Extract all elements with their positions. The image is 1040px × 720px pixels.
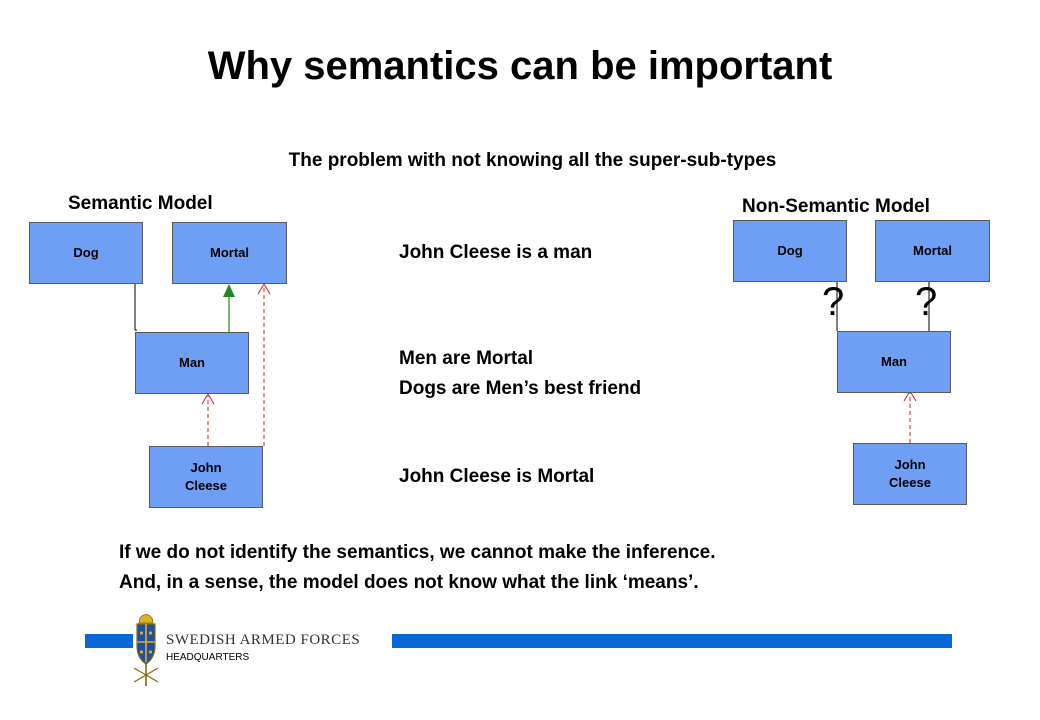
semantic-model-label: Semantic Model [68, 193, 213, 214]
organization-name: SWEDISH ARMED FORCES [166, 632, 361, 648]
unknown-link-mark-mortal: ? [915, 280, 938, 324]
nonsemantic-mortal-box: Mortal [875, 220, 990, 282]
nonsemantic-mortal-label: Mortal [913, 243, 952, 258]
semantic-john-man-arrowhead [201, 393, 215, 405]
nonsemantic-man-label: Man [881, 354, 907, 369]
semantic-john-label: John Cleese [185, 460, 227, 493]
statement-john-is-man: John Cleese is a man [399, 242, 593, 263]
semantic-mortal-label: Mortal [210, 245, 249, 260]
unknown-link-mark-dog: ? [822, 280, 845, 324]
nonsemantic-dog-label: Dog [777, 243, 803, 258]
semantic-dog-box: Dog [29, 222, 143, 284]
footer-bar-left [85, 634, 133, 648]
semantic-john-box: John Cleese [149, 446, 263, 508]
semantic-man-label: Man [179, 355, 205, 370]
coat-of-arms-emblem [133, 614, 159, 686]
slide-title: Why semantics can be important [207, 44, 833, 88]
slide-subtitle: The problem with not knowing all the sup… [288, 150, 777, 171]
semantic-dog-man-link [134, 283, 137, 331]
organization-unit: HEADQUARTERS [166, 652, 250, 663]
semantic-man-box: Man [135, 332, 249, 394]
semantic-mortal-box: Mortal [172, 222, 287, 284]
statement-men-are-mortal: Men are Mortal [399, 348, 534, 369]
semantic-generalization-arrowhead [223, 284, 235, 297]
nonsemantic-dog-box: Dog [733, 220, 847, 282]
nonsemantic-john-label: John Cleese [889, 457, 931, 490]
statement-john-is-mortal: John Cleese is Mortal [399, 466, 595, 487]
nonsemantic-man-box: Man [837, 331, 951, 393]
conclusion-line-2: And, in a sense, the model does not know… [119, 572, 699, 593]
footer-bar-right [392, 634, 952, 648]
nonsemantic-model-label: Non-Semantic Model [742, 196, 930, 217]
semantic-dog-label: Dog [73, 245, 99, 260]
conclusion-line-1: If we do not identify the semantics, we … [119, 542, 716, 563]
semantic-john-mortal-arrowhead [257, 283, 271, 295]
statement-dogs-best-friend: Dogs are Men’s best friend [399, 378, 642, 399]
nonsemantic-john-box: John Cleese [853, 443, 967, 505]
